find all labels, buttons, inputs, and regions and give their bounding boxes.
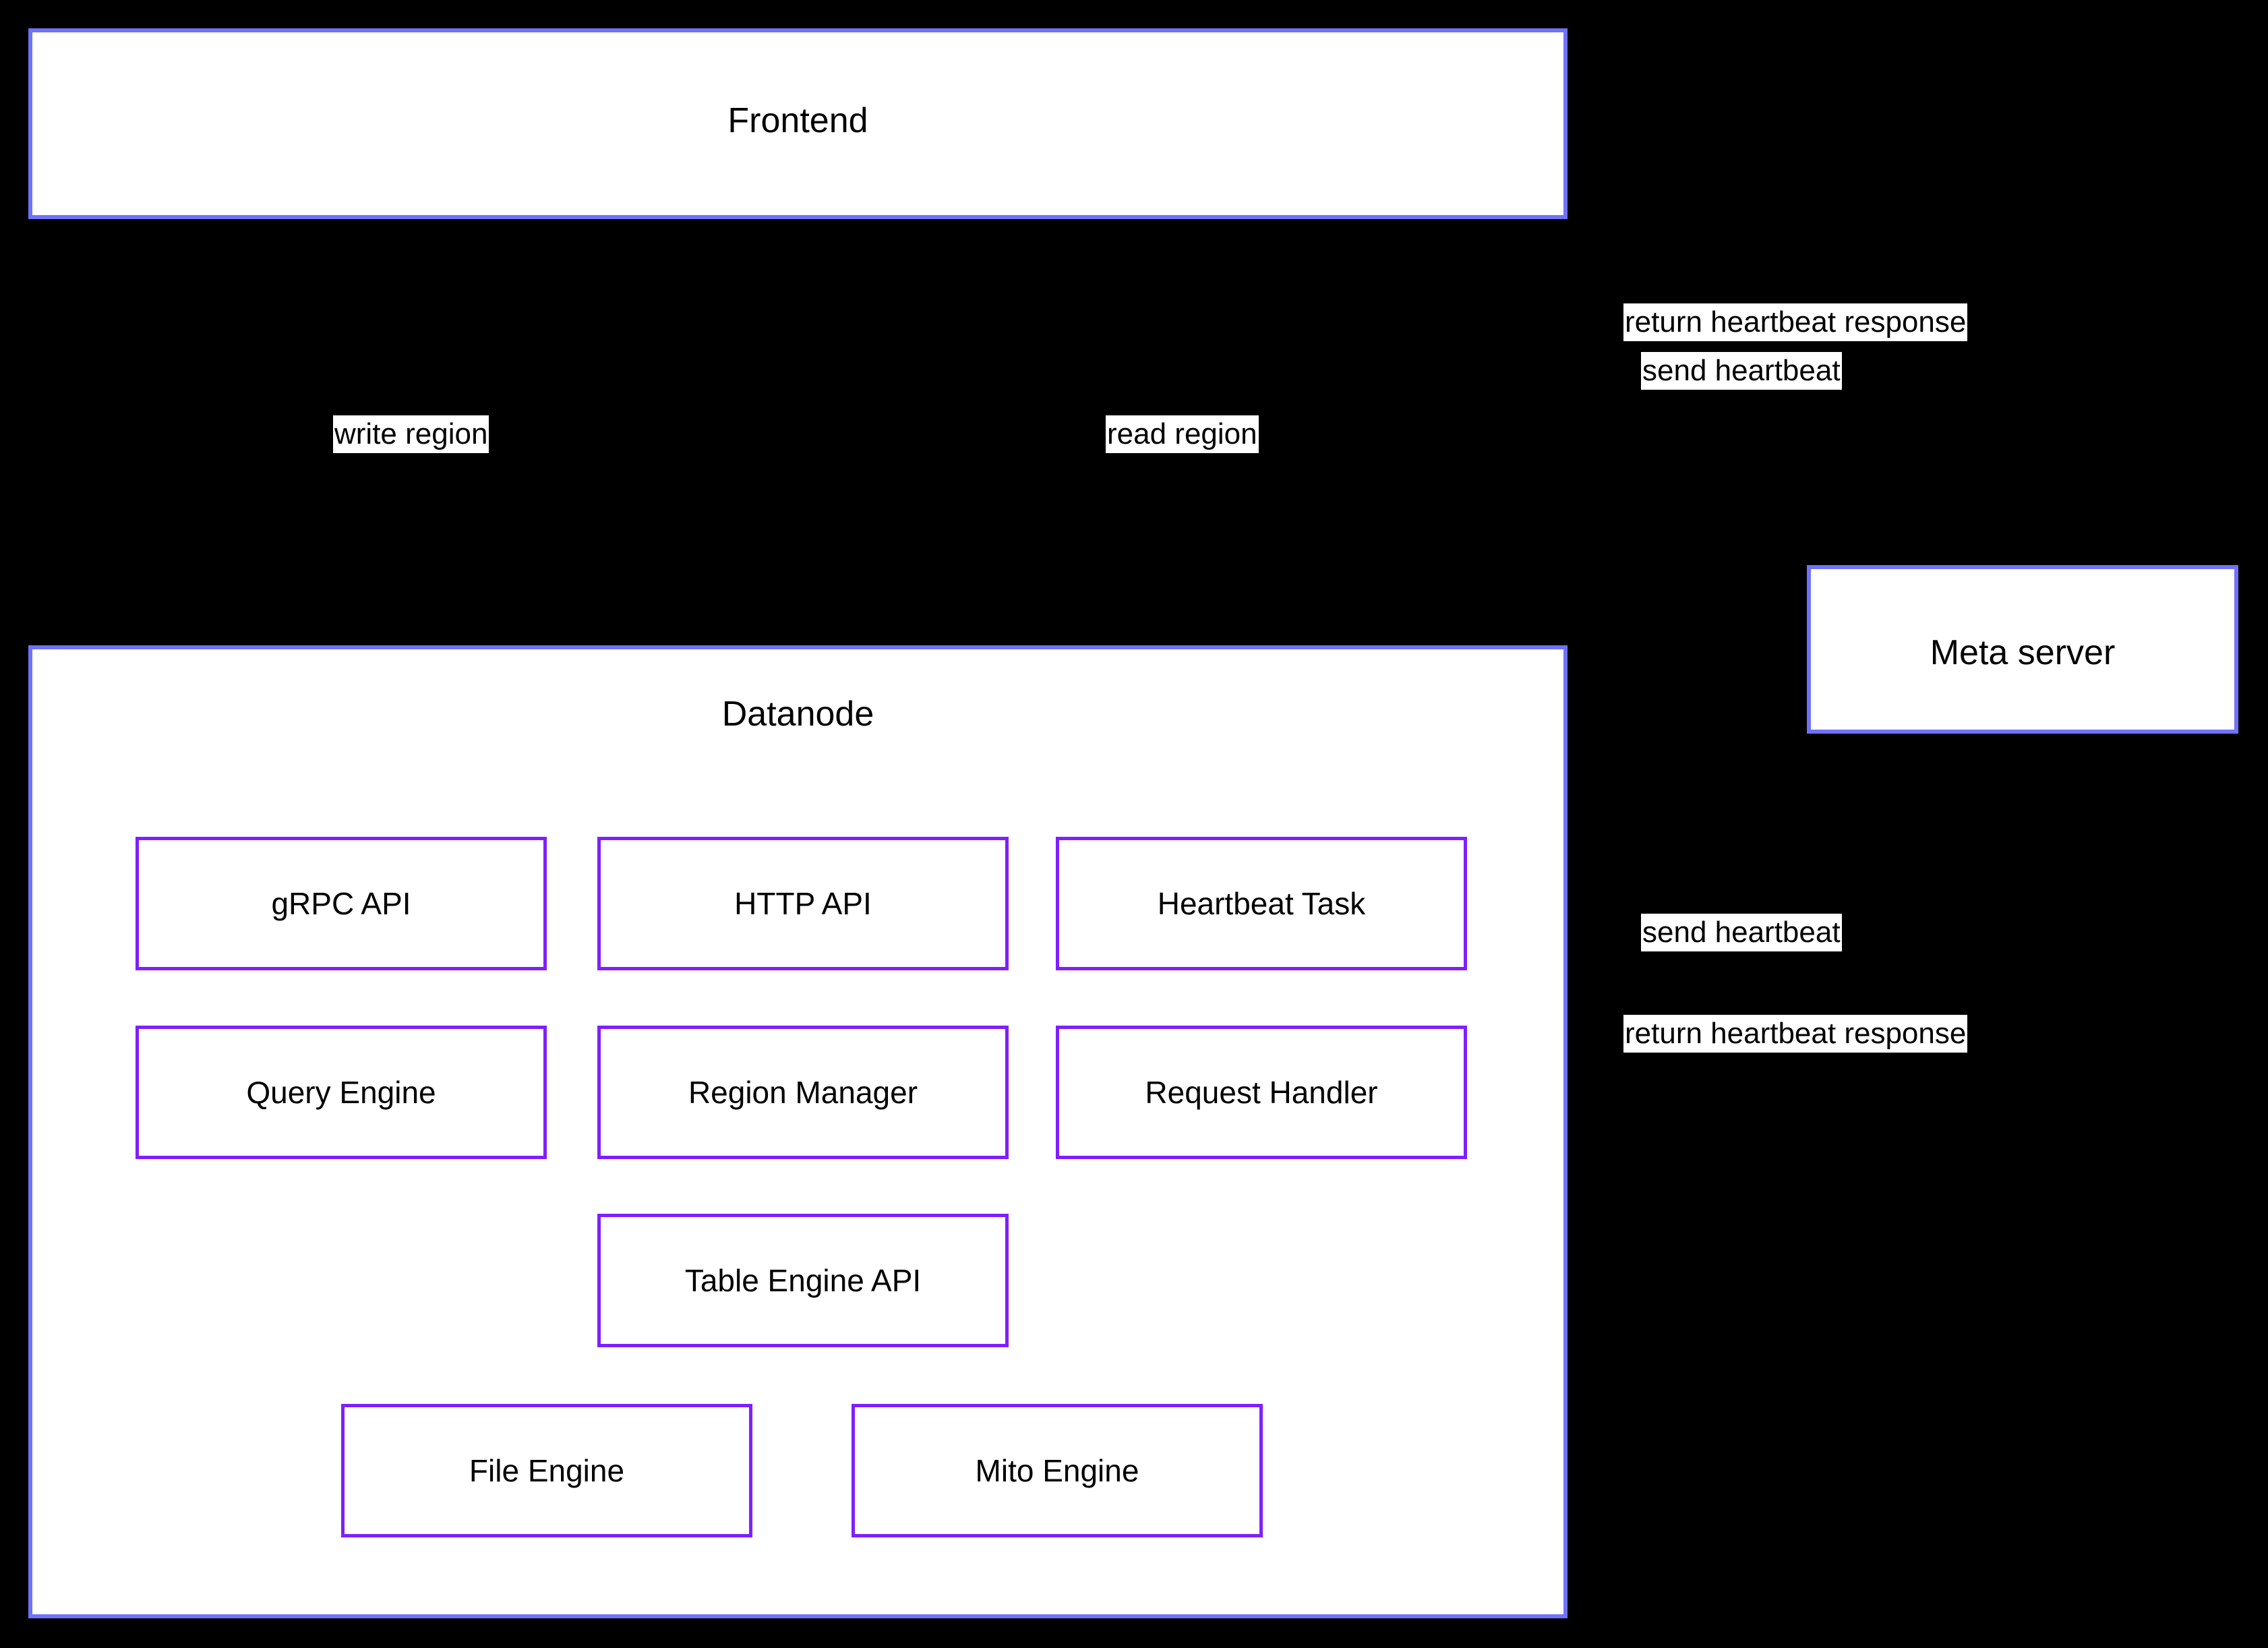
component-label: Region Manager [688, 1074, 918, 1110]
component-label: Mito Engine [975, 1452, 1139, 1488]
component-file-engine[interactable]: File Engine [341, 1404, 752, 1537]
component-label: Heartbeat Task [1157, 885, 1366, 921]
component-label: gRPC API [271, 885, 411, 921]
component-mito-engine[interactable]: Mito Engine [852, 1404, 1263, 1537]
component-request-handler[interactable]: Request Handler [1056, 1026, 1467, 1159]
component-http-api[interactable]: HTTP API [597, 837, 1009, 970]
edge-label-frontend-return-heartbeat-response: return heartbeat response [1623, 303, 1968, 341]
component-label: Table Engine API [684, 1262, 922, 1298]
meta-server-label: Meta server [1930, 633, 2116, 672]
edge-label-read-region: read region [1106, 415, 1259, 453]
edge-label-write-region: write region [333, 415, 489, 453]
edge-label-frontend-send-heartbeat: send heartbeat [1641, 352, 1842, 390]
component-label: Query Engine [246, 1074, 436, 1110]
component-region-manager[interactable]: Region Manager [597, 1026, 1009, 1159]
meta-server-node[interactable]: Meta server [1807, 565, 2238, 734]
component-query-engine[interactable]: Query Engine [136, 1026, 547, 1159]
component-label: File Engine [469, 1452, 625, 1488]
component-label: Request Handler [1145, 1074, 1378, 1110]
frontend-label: Frontend [727, 101, 868, 140]
datanode-label: Datanode [721, 695, 874, 734]
component-table-engine-api[interactable]: Table Engine API [597, 1214, 1009, 1347]
component-heartbeat-task[interactable]: Heartbeat Task [1056, 837, 1467, 970]
datanode-node[interactable]: Datanode gRPC API HTTP API Heartbeat Tas… [28, 645, 1568, 1618]
component-grpc-api[interactable]: gRPC API [136, 837, 547, 970]
edge-label-datanode-return-heartbeat-response: return heartbeat response [1623, 1015, 1968, 1053]
frontend-node[interactable]: Frontend [28, 28, 1568, 219]
component-label: HTTP API [734, 885, 872, 921]
edge-label-datanode-send-heartbeat: send heartbeat [1641, 914, 1842, 951]
